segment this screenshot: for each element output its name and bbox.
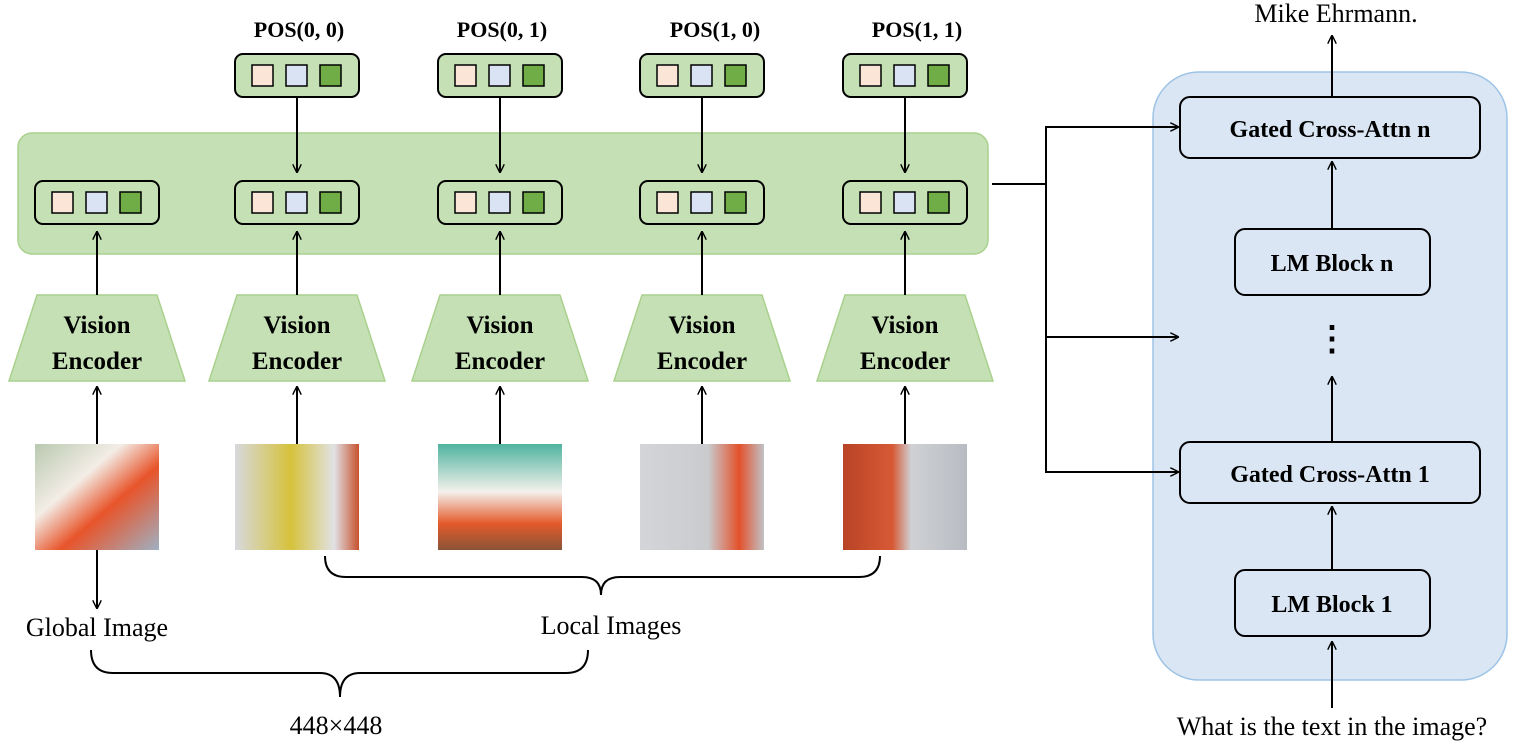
token-cell — [893, 64, 916, 87]
token-cell — [488, 191, 511, 214]
token-cell — [319, 191, 342, 214]
local-images-label: Local Images — [541, 611, 682, 640]
lm-block-1-label: LM Block 1 — [1271, 592, 1392, 618]
token-cell — [724, 191, 747, 214]
output-text: Mike Ehrmann. — [1254, 0, 1417, 28]
vision-encoder-label-line1: Vision — [668, 312, 735, 339]
pos-label-0-0: POS(0, 0) — [254, 17, 344, 42]
token-cell — [859, 64, 882, 87]
token-cell — [454, 191, 477, 214]
resolution-brace — [90, 649, 589, 698]
token-cell — [724, 64, 747, 87]
token-cell — [51, 191, 74, 214]
token-cell — [656, 64, 679, 87]
global-image-thumbnail — [35, 444, 159, 550]
vision-encoder-label-line1: Vision — [466, 312, 533, 339]
gated-cross-attn-1-block — [1179, 441, 1481, 504]
token-cell — [251, 191, 274, 214]
vision-encoder-label-line1: Vision — [263, 312, 330, 339]
token-cell — [319, 64, 342, 87]
token-cell — [251, 64, 274, 87]
vision-encoder — [207, 294, 387, 382]
token-cell — [522, 191, 545, 214]
gated-cross-attn-n-block — [1179, 96, 1481, 159]
vision-encoder — [7, 294, 187, 382]
language-model-panel — [1152, 71, 1508, 681]
layer-ellipsis: ⋮ — [1315, 321, 1349, 358]
pos-label-1-0: POS(1, 0) — [670, 17, 760, 42]
token-cell — [488, 64, 511, 87]
vision-encoder — [410, 294, 590, 382]
vision-encoder — [815, 294, 995, 382]
token-cell — [285, 64, 308, 87]
token-cell — [119, 191, 142, 214]
local-image-thumbnail — [438, 444, 562, 550]
token-cell — [690, 191, 713, 214]
token-cell — [927, 64, 950, 87]
local-image-thumbnail — [235, 444, 359, 550]
local-images-brace — [324, 555, 881, 596]
local-image-thumbnail — [843, 444, 967, 550]
vision-encoder-label-line2: Encoder — [860, 348, 950, 375]
question-text: What is the text in the image? — [1177, 712, 1487, 741]
token-cell — [656, 191, 679, 214]
resolution-label: 448×448 — [290, 711, 383, 740]
vision-encoder — [612, 294, 792, 382]
vision-encoder-label-line2: Encoder — [657, 348, 747, 375]
global-image-label: Global Image — [26, 613, 168, 642]
token-cell — [454, 64, 477, 87]
token-cell — [690, 64, 713, 87]
gated-cross-attn-1-label: Gated Cross-Attn 1 — [1230, 462, 1430, 488]
vision-encoder-label-line1: Vision — [871, 312, 938, 339]
token-cell — [285, 191, 308, 214]
token-cell — [85, 191, 108, 214]
token-cell — [859, 191, 882, 214]
lm-block-n-label: LM Block n — [1271, 251, 1394, 277]
pos-label-1-1: POS(1, 1) — [872, 17, 962, 42]
pos-label-0-1: POS(0, 1) — [457, 17, 547, 42]
vision-encoder-label-line1: Vision — [63, 312, 130, 339]
token-cell — [893, 191, 916, 214]
token-cell — [522, 64, 545, 87]
vision-encoder-label-line2: Encoder — [252, 348, 342, 375]
token-cell — [927, 191, 950, 214]
vision-encoder-label-line2: Encoder — [455, 348, 545, 375]
vision-encoder-label-line2: Encoder — [52, 348, 142, 375]
local-image-thumbnail — [640, 444, 764, 550]
gated-cross-attn-n-label: Gated Cross-Attn n — [1230, 117, 1431, 143]
